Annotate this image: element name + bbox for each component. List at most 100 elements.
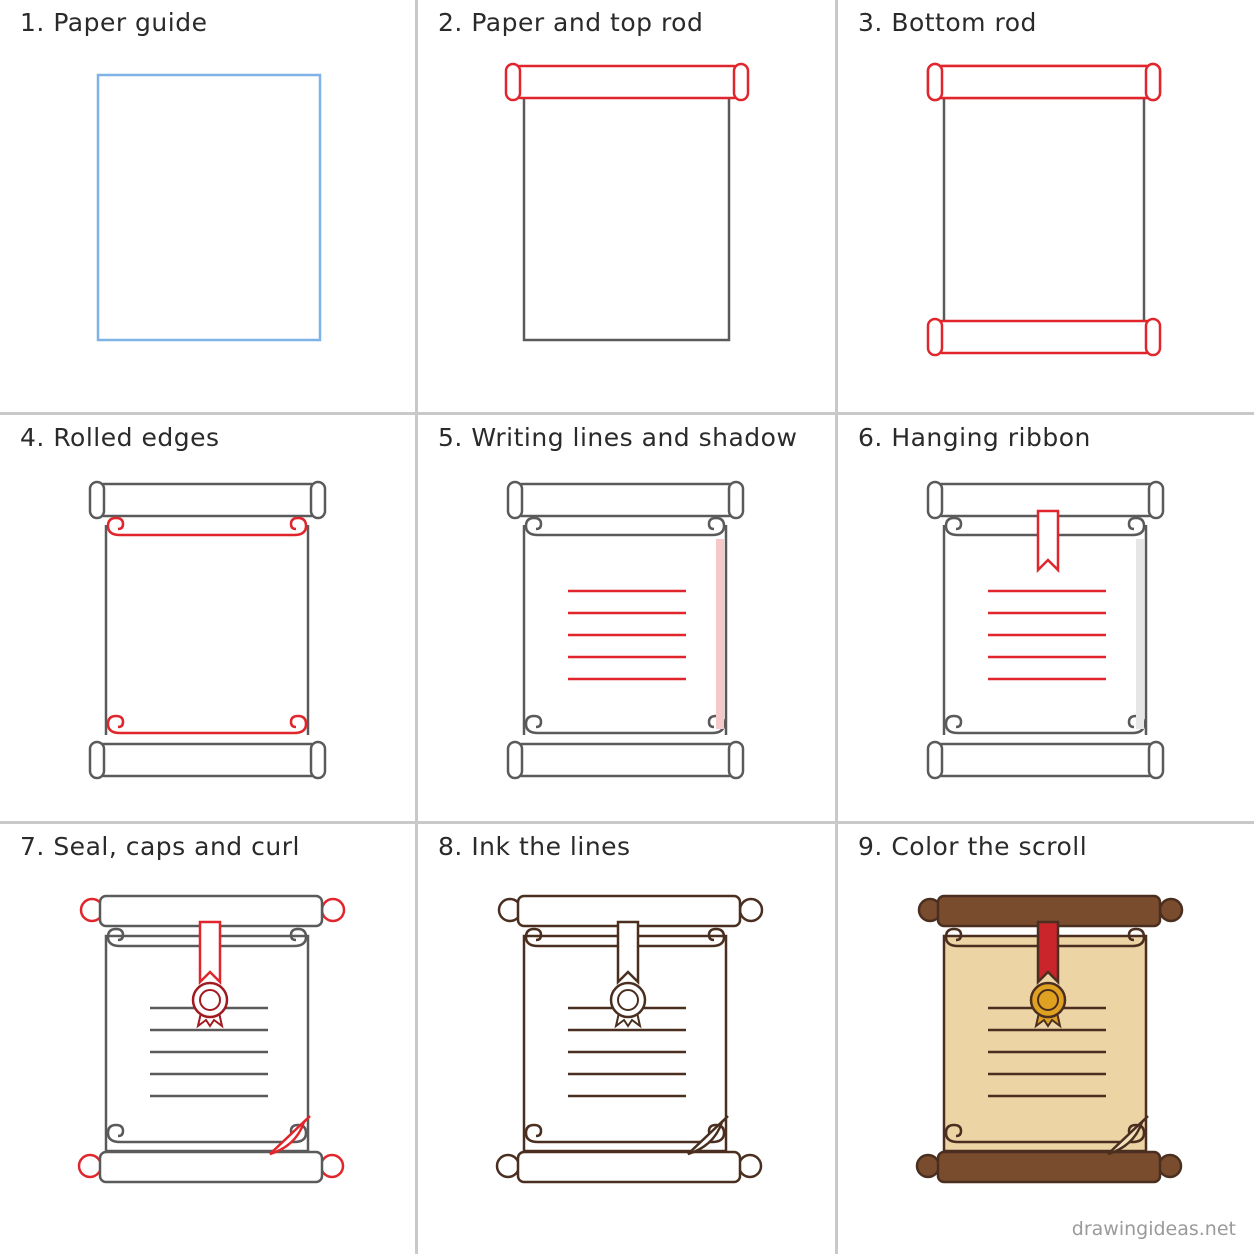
step-title-7: 7. Seal, caps and curl [20,832,300,861]
bottom-rod-end-left [926,740,944,780]
grid-divider-v2 [835,0,838,1254]
step-drawing-5 [506,480,745,780]
cap-top-right [1158,897,1184,923]
bottom-rolled-edge-curl-right [289,714,308,735]
step-panel-5: 5. Writing lines and shadow [418,415,835,821]
page-curl [687,1115,729,1156]
cap-bottom-left [915,1153,941,1179]
cap-bottom-right [737,1153,763,1179]
bottom-rod-end-right [1144,317,1162,357]
wax-seal-inner [199,989,221,1011]
step-drawing-7 [77,894,346,1184]
bottom-rod [936,1150,1162,1184]
step-panel-8: 8. Ink the lines [418,824,835,1254]
paper-guide-rect [96,73,322,342]
step-drawing-1 [96,73,322,342]
bottom-rod-body [514,742,737,778]
top-rod-end-left [926,480,944,520]
top-rod-outline-body [934,64,1154,100]
bottom-rod-end-right [1147,740,1165,780]
top-rolled-edge-curl-left [944,516,963,537]
wax-seal-inner [617,989,639,1011]
top-rod-end-right [732,62,750,102]
step-panel-3: 3. Bottom rod [838,0,1254,412]
paper-rect [942,93,1146,342]
step-title-1: 1. Paper guide [20,8,208,37]
bottom-rolled-edge-curl-left [524,1123,543,1144]
cap-top-right [320,897,346,923]
top-rod-end-left [506,480,524,520]
bottom-rod-end-left [926,317,944,357]
step-panel-2: 2. Paper and top rod [418,0,835,412]
top-rod-outline-end-right [1144,62,1162,102]
wax-seal-inner [1037,989,1059,1011]
top-rod-end-right [727,480,745,520]
step-title-5: 5. Writing lines and shadow [438,423,798,452]
step-panel-7: 7. Seal, caps and curl [0,824,415,1254]
bottom-rod [98,1150,324,1184]
bottom-rod-end-right [309,740,327,780]
bottom-rod-body [934,319,1154,355]
step-title-8: 8. Ink the lines [438,832,631,861]
step-drawing-9 [915,894,1184,1184]
cap-bottom-left [495,1153,521,1179]
bottom-rolled-edge-curl-left [524,714,543,735]
bottom-rod-body [934,742,1157,778]
top-rod-body [512,64,742,100]
top-rod-end-left [88,480,106,520]
bottom-rod [516,1150,742,1184]
bottom-rolled-edge-curl-left [106,1123,125,1144]
top-rolled-edge-curl-left [524,927,543,948]
hanging-ribbon [1036,509,1060,574]
watermark: drawingideas.net [1071,1218,1236,1240]
bottom-rolled-edge-curl-left [944,1123,963,1144]
top-rolled-edge-curl-left [106,927,125,948]
bottom-rod-end-right [727,740,745,780]
bottom-rod-body [96,742,319,778]
top-rod-end-left [504,62,522,102]
top-rolled-edge-curl-right [707,516,726,537]
step-drawing-4 [88,480,327,780]
top-rolled-edge-curl-right [289,927,308,948]
step-drawing-3 [926,62,1162,357]
top-rolled-edge-curl-right [707,927,726,948]
paper-shadow [716,539,724,729]
cap-top-right [738,897,764,923]
top-rod-end-right [309,480,327,520]
top-rolled-edge-curl-left [106,516,125,537]
step-title-4: 4. Rolled edges [20,423,220,452]
grid-divider-v1 [415,0,418,1254]
hanging-ribbon [198,920,222,986]
step-drawing-2 [504,62,750,342]
grid-divider-h2 [0,821,1254,824]
top-rolled-edge-curl-left [524,516,543,537]
step-panel-4: 4. Rolled edges [0,415,415,821]
bottom-rod-end-left [506,740,524,780]
top-rod-body [514,482,737,518]
grid-divider-h1 [0,412,1254,415]
paper-shadow [1136,539,1144,729]
step-drawing-8 [495,894,764,1184]
hanging-ribbon [616,920,640,986]
paper-rect [522,93,731,342]
top-rolled-edge-curl-left [944,927,963,948]
top-rolled-edge-curl-right [1127,927,1146,948]
top-rolled-edge-curl-right [289,516,308,537]
bottom-rolled-edge-curl-left [106,714,125,735]
step-panel-6: 6. Hanging ribbon [838,415,1254,821]
step-title-3: 3. Bottom rod [858,8,1037,37]
step-title-2: 2. Paper and top rod [438,8,704,37]
step-title-9: 9. Color the scroll [858,832,1088,861]
top-rolled-edge-curl-right [1127,516,1146,537]
cap-bottom-right [319,1153,345,1179]
cap-bottom-left [77,1153,103,1179]
bottom-rod-end-left [88,740,106,780]
top-rod-body [96,482,319,518]
hanging-ribbon [1036,920,1060,986]
bottom-rolled-edge-curl-left [944,714,963,735]
step-panel-9: 9. Color the scroll [838,824,1254,1254]
page-curl [269,1115,311,1156]
page-curl [1107,1115,1149,1156]
step-panel-1: 1. Paper guide [0,0,415,412]
